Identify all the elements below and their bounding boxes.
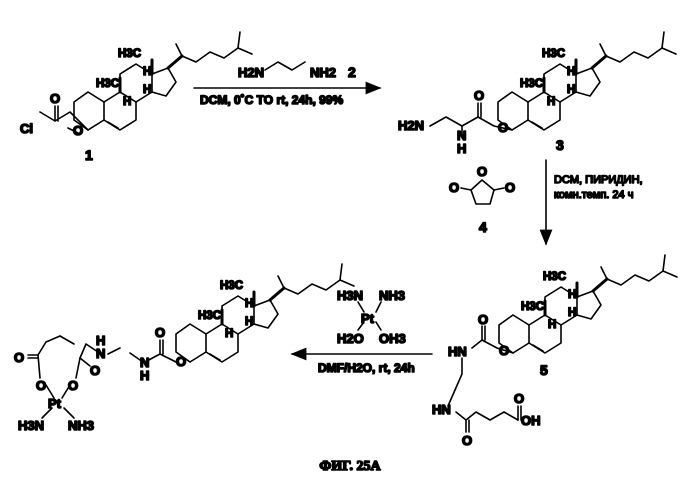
c6-amide-o: O xyxy=(90,363,100,378)
c6-pt-o-right: O xyxy=(68,378,78,393)
c5-h-a: H xyxy=(548,319,556,331)
c1-carbonyl-o: O xyxy=(50,91,60,106)
c2-left: H2N xyxy=(238,65,264,80)
c5-me-b: H3C xyxy=(543,271,566,283)
c5-amide-o: O xyxy=(462,433,472,448)
c3-h-a: H xyxy=(547,96,555,108)
c5-h-c: H xyxy=(568,289,576,301)
c3-me-a: H3C xyxy=(520,78,543,90)
c6-nh-a-h: H xyxy=(140,368,149,383)
c5-nh1: HN xyxy=(448,344,467,359)
c1-me-b: H3C xyxy=(118,48,141,60)
figure-caption: ФИГ. 25А xyxy=(319,459,381,474)
step2-conditions-2: комн.темп. 24 ч xyxy=(554,189,633,201)
c4-number: 4 xyxy=(479,219,487,235)
c5-acid-oh: OH xyxy=(521,413,541,428)
c6-pt: Pt xyxy=(48,396,62,411)
c3-nh-h: H xyxy=(457,141,466,156)
c6-ester-o: O xyxy=(176,354,186,369)
c6-h-b: H xyxy=(245,316,253,328)
c6-keto-o: O xyxy=(14,350,24,365)
c3-amine: H2N xyxy=(398,118,424,133)
c3-carbonyl-o: O xyxy=(474,88,484,103)
c1-number: 1 xyxy=(85,147,93,163)
c6-nh-b-h: H xyxy=(96,333,105,348)
c1-cl: Cl xyxy=(20,121,33,136)
c1-me-a: H3C xyxy=(96,78,119,90)
c6-pt-o-left: O xyxy=(36,378,46,393)
c6-me-a: H3C xyxy=(198,310,221,322)
c3-me-b: H3C xyxy=(542,48,565,60)
c3-ester-o: O xyxy=(498,120,508,135)
pt-ligand-br: OH3 xyxy=(379,331,406,346)
c1-h-a: H xyxy=(123,96,131,108)
c6-h-a: H xyxy=(225,328,233,340)
c3-h-c: H xyxy=(567,66,575,78)
c5-ester-o: O xyxy=(499,343,509,358)
c6-nh3-left: H3N xyxy=(18,418,44,433)
c2-number: 2 xyxy=(348,64,356,80)
step1-conditions: DCM, 0˚C TO rt, 24h, 99% xyxy=(200,93,343,107)
c4-o-ring: O xyxy=(477,164,487,179)
c4-o-right: O xyxy=(505,180,515,195)
step3-conditions: DMF/H2O, rt, 24h xyxy=(318,361,415,375)
c5-carbonyl-o: O xyxy=(478,312,488,327)
c5-acid-o: O xyxy=(514,391,524,406)
c3-h-b: H xyxy=(567,84,575,96)
compound-4 xyxy=(461,180,504,204)
c2-right: NH2 xyxy=(310,65,336,80)
c5-number: 5 xyxy=(540,362,548,378)
pt-ligand-tl: H3N xyxy=(337,288,363,303)
c4-o-left: O xyxy=(449,180,459,195)
pt-ligand-tr: NH3 xyxy=(379,288,405,303)
c5-me-a: H3C xyxy=(521,301,544,313)
c1-ester-o: O xyxy=(73,123,83,138)
c6-me-b: H3C xyxy=(220,280,243,292)
c1-h-b: H xyxy=(143,84,151,96)
pt-ligand-bl: H2O xyxy=(337,331,364,346)
c5-h-b: H xyxy=(568,307,576,319)
reagent-2-structure xyxy=(265,62,305,70)
c1-h-c: H xyxy=(143,66,151,78)
pt-metal: Pt xyxy=(361,311,375,326)
c6-h-c: H xyxy=(245,298,253,310)
c6-nh3-right: NH3 xyxy=(68,418,94,433)
c6-carbonyl-o: O xyxy=(155,325,165,340)
step2-conditions-1: DCM, ПИРИДИН, xyxy=(554,174,643,186)
c6-nh-b: N xyxy=(96,346,105,361)
c5-nh2: HN xyxy=(432,402,451,417)
compound-5-chain xyxy=(448,326,521,432)
c3-number: 3 xyxy=(556,137,564,153)
